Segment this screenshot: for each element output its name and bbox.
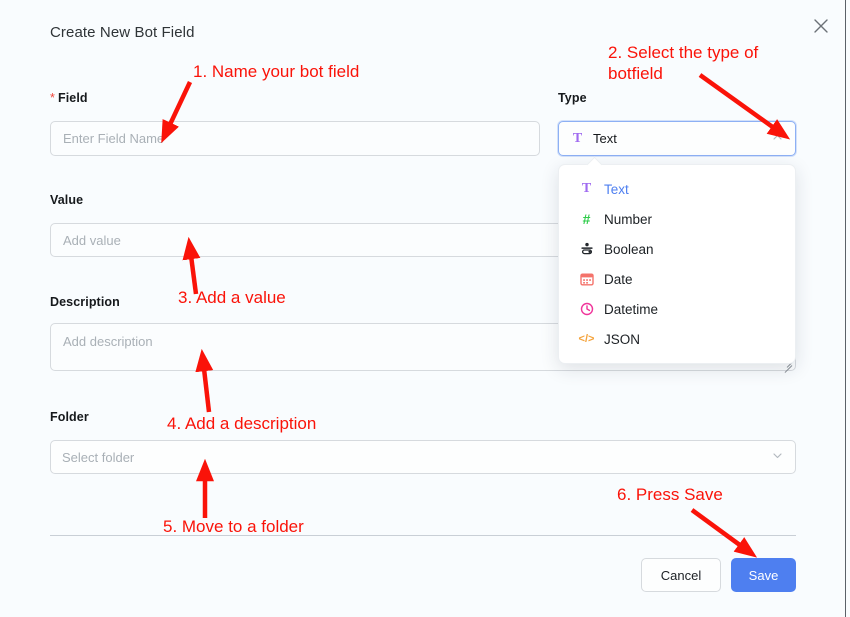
type-dropdown-menu[interactable]: T Text # Number Boolean (558, 156, 796, 364)
annotation-step-1: 1. Name your bot field (193, 62, 360, 81)
dropdown-option-label: Date (604, 271, 633, 287)
dropdown-option-date[interactable]: Date (559, 264, 795, 294)
panel-right-border (845, 0, 846, 617)
json-type-icon: </> (578, 332, 595, 345)
dropdown-caret (586, 156, 603, 173)
dropdown-option-label: Datetime (604, 301, 659, 317)
dropdown-option-label: Text (604, 181, 629, 197)
close-icon[interactable] (810, 15, 832, 37)
field-name-label-text: Field (57, 91, 88, 105)
dropdown-option-boolean[interactable]: Boolean (559, 234, 795, 264)
chevron-up-icon[interactable] (771, 131, 784, 147)
annotation-step-2: 2. Select the type of botfield (608, 43, 759, 83)
type-select-value-label: Text (593, 131, 617, 146)
text-type-icon: T (572, 130, 583, 146)
value-placeholder: Add value (63, 232, 121, 248)
description-label: Description (50, 295, 120, 309)
chevron-down-icon[interactable] (771, 449, 784, 465)
field-name-input[interactable]: Enter Field Name (50, 121, 540, 156)
cancel-button[interactable]: Cancel (641, 558, 721, 592)
field-name-placeholder: Enter Field Name (63, 131, 165, 146)
boolean-type-icon (579, 242, 594, 257)
dropdown-option-text[interactable]: T Text (559, 174, 795, 204)
description-placeholder: Add description (63, 334, 153, 349)
annotation-step-4: 4. Add a description (167, 414, 317, 433)
dropdown-option-label: JSON (604, 331, 641, 347)
save-button[interactable]: Save (731, 558, 796, 592)
page-title: Create New Bot Field (50, 24, 195, 41)
annotation-step-5: 5. Move to a folder (163, 517, 304, 536)
dropdown-option-datetime[interactable]: Datetime (559, 294, 795, 324)
folder-label: Folder (50, 410, 89, 424)
number-type-icon: # (582, 211, 591, 227)
dropdown-option-label: Number (604, 211, 653, 227)
footer-divider (50, 535, 796, 536)
folder-placeholder: Select folder (62, 449, 135, 465)
annotation-step-3: 3. Add a value (178, 288, 286, 307)
type-select-value: T Text (570, 131, 617, 146)
value-label: Value (50, 193, 84, 207)
text-type-icon: T (581, 181, 592, 196)
field-name-label: *Field (50, 91, 88, 105)
dropdown-option-label: Boolean (604, 241, 654, 257)
type-label: Type (558, 91, 587, 105)
date-type-icon (579, 272, 594, 287)
folder-select[interactable]: Select folder (50, 440, 796, 474)
annotation-step-6: 6. Press Save (617, 485, 723, 504)
required-marker: * (50, 91, 55, 105)
type-select[interactable]: T Text (558, 121, 796, 156)
datetime-type-icon (579, 302, 594, 317)
dropdown-option-json[interactable]: </> JSON (559, 324, 795, 354)
dropdown-option-number[interactable]: # Number (559, 204, 795, 234)
